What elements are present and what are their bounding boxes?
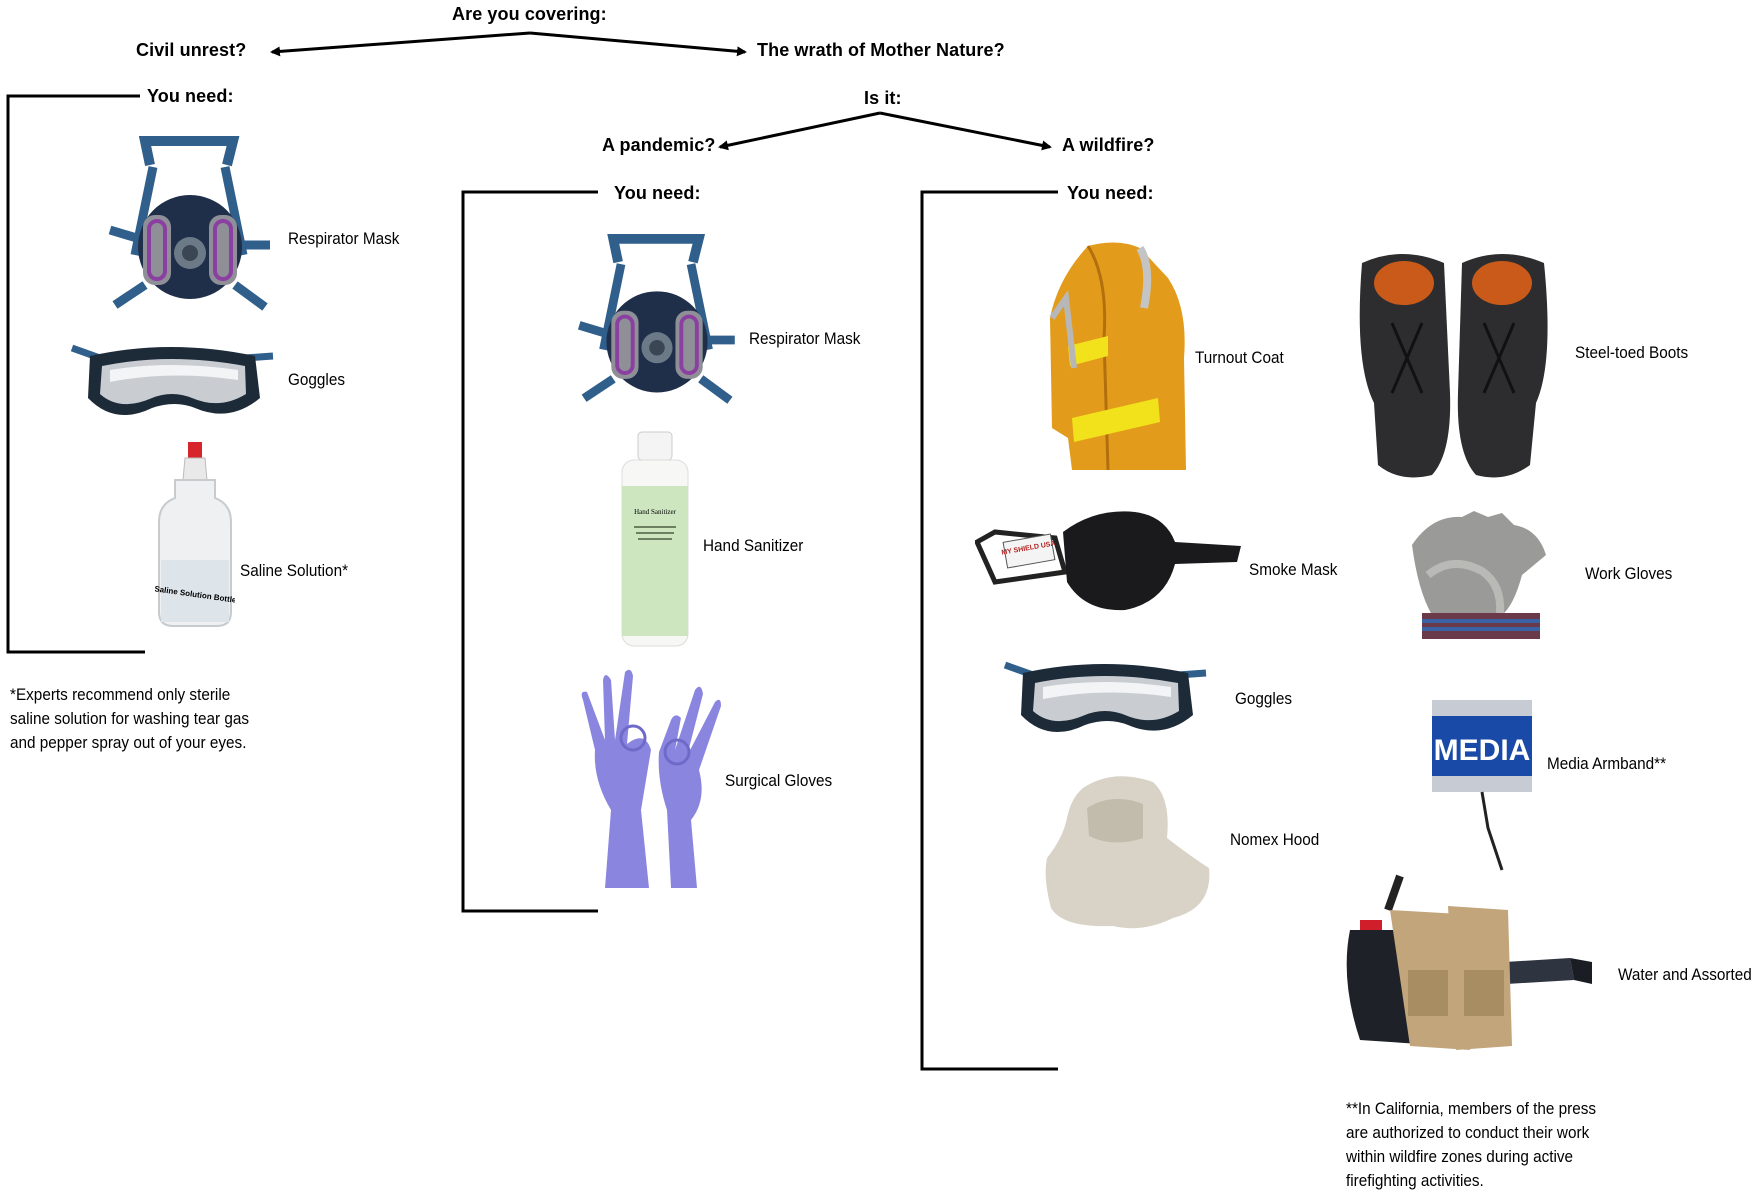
label-media-armband: Media Armband**: [1547, 754, 1667, 773]
question-is-it: Is it:: [864, 88, 902, 108]
label-nomex-hood: Nomex Hood: [1230, 830, 1320, 849]
arrow-to-pandemic: [718, 111, 881, 151]
option-mother-nature: The wrath of Mother Nature?: [757, 40, 1005, 60]
steel-toed-boots-image: [1359, 254, 1548, 478]
label-goggles-wildfire: Goggles: [1235, 689, 1292, 708]
note-civil: *Experts recommend only sterile saline s…: [10, 683, 249, 755]
note-wildfire-line-4: firefighting activities.: [1346, 1171, 1484, 1190]
label-respirator-mask-pandemic: Respirator Mask: [749, 329, 861, 348]
you-need-pandemic: You need:: [614, 183, 701, 203]
option-wildfire: A wildfire?: [1062, 135, 1155, 155]
note-wildfire: **In California, members of the press ar…: [1346, 1097, 1596, 1193]
label-goggles: Goggles: [288, 370, 345, 389]
sanitizer-bottle-label: Hand Sanitizer: [634, 508, 676, 516]
note-civil-line-2: saline solution for washing tear gas: [10, 709, 249, 728]
label-surgical-gloves: Surgical Gloves: [725, 771, 833, 790]
option-civil-unrest: Civil unrest?: [136, 40, 247, 60]
arrow-to-civil: [270, 31, 531, 57]
goggles-image: [70, 344, 274, 416]
nomex-hood-image: [1045, 776, 1210, 929]
note-civil-line-3: and pepper spray out of your eyes.: [10, 733, 247, 752]
arrow-to-wildfire: [879, 111, 1052, 151]
water-belt-image: [1346, 874, 1592, 1050]
label-steel-toed-boots: Steel-toed Boots: [1575, 343, 1689, 362]
label-work-gloves: Work Gloves: [1585, 564, 1673, 583]
label-smoke-mask: Smoke Mask: [1249, 560, 1338, 579]
smoke-mask-image: MY SHIELD USA: [975, 511, 1241, 611]
surgical-gloves-image: [581, 669, 721, 888]
hand-sanitizer-image: Hand Sanitizer: [621, 431, 689, 647]
you-need-civil: You need:: [147, 86, 234, 106]
bracket-pandemic: [461, 190, 598, 913]
option-pandemic: A pandemic?: [602, 135, 716, 155]
note-wildfire-line-2: are authorized to conduct their work: [1346, 1123, 1590, 1142]
bracket-wildfire: [920, 190, 1058, 1071]
work-gloves-image: [1412, 511, 1546, 639]
note-civil-line-1: *Experts recommend only sterile: [10, 685, 231, 704]
note-wildfire-line-1: **In California, members of the press: [1346, 1099, 1597, 1118]
bracket-civil: [6, 94, 145, 654]
armband-text: MEDIA: [1434, 734, 1531, 767]
label-water-and-assorted: Water and Assorted: [1618, 965, 1752, 984]
label-respirator-mask: Respirator Mask: [288, 229, 400, 248]
respirator-mask-image: [108, 136, 270, 311]
you-need-wildfire: You need:: [1067, 183, 1154, 203]
turnout-coat-image: [1049, 242, 1186, 471]
question-top: Are you covering:: [452, 4, 607, 24]
label-saline-solution: Saline Solution*: [240, 561, 349, 580]
label-hand-sanitizer: Hand Sanitizer: [703, 536, 804, 555]
saline-bottle-image: Saline Solution Bottle: [155, 442, 235, 627]
respirator-mask-image-pandemic: [577, 233, 735, 404]
label-turnout-coat: Turnout Coat: [1195, 348, 1284, 367]
media-armband-image: MEDIA: [1432, 700, 1532, 871]
note-wildfire-line-3: within wildfire zones during active: [1346, 1147, 1574, 1166]
goggles-image-wildfire: [1003, 661, 1207, 733]
arrow-to-nature: [529, 31, 747, 57]
